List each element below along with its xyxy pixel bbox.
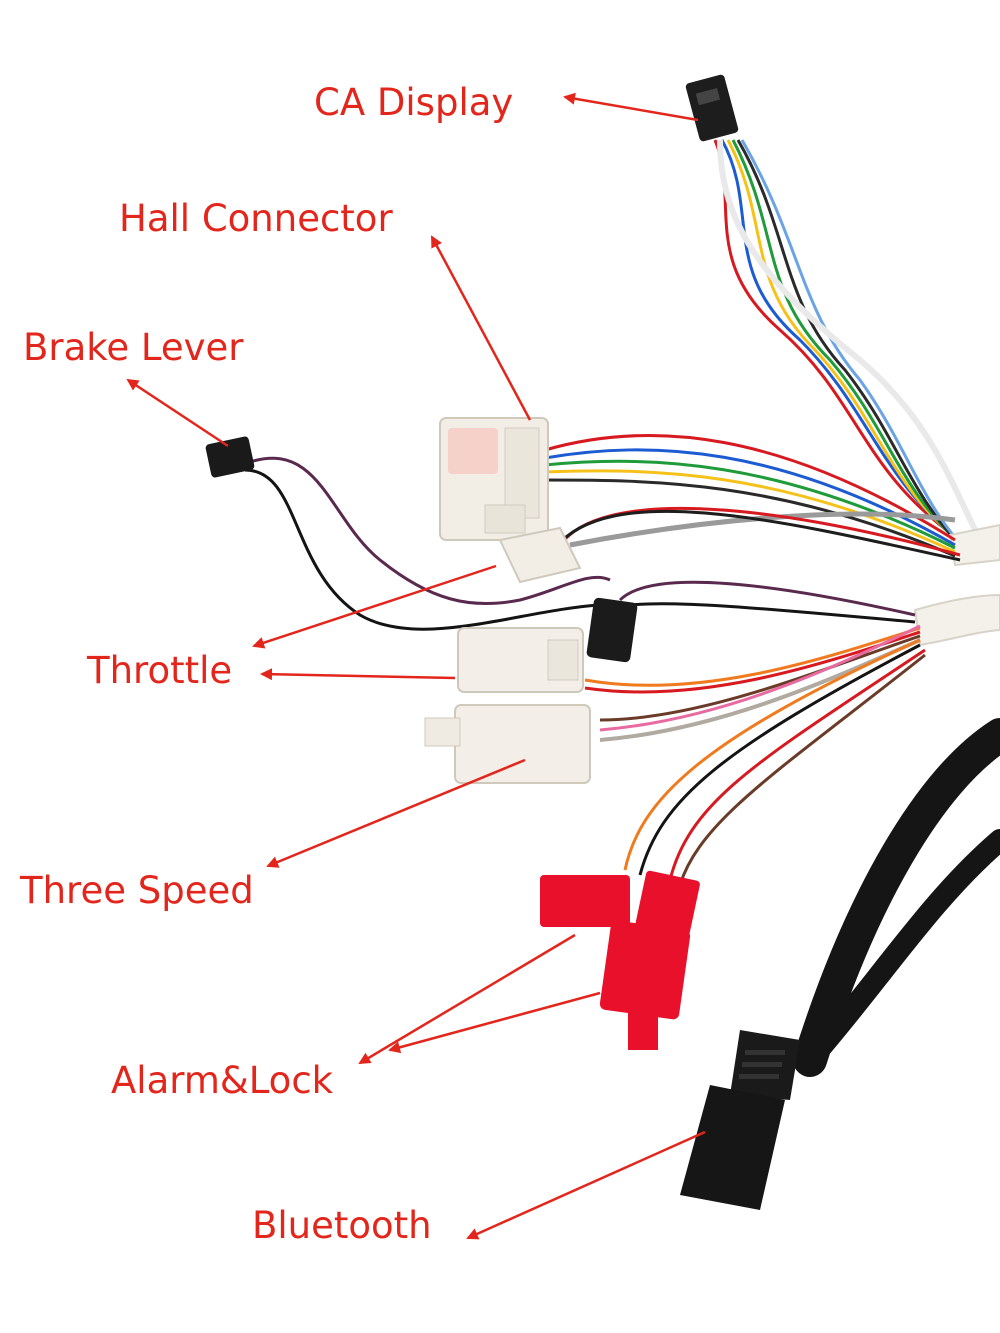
arrow-bluetooth — [466, 1130, 706, 1240]
alarm-lock-connectors — [540, 870, 700, 1050]
label-bluetooth: Bluetooth — [252, 1204, 432, 1247]
throttle-connector — [457, 627, 584, 693]
harness-sleeve-lower — [913, 593, 1000, 647]
throttle-black-connector — [586, 597, 638, 663]
label-throttle: Throttle — [87, 649, 233, 692]
bluetooth-cable — [680, 718, 1000, 1210]
brake-lever-connector — [205, 436, 255, 478]
label-three-speed: Three Speed — [20, 869, 254, 912]
three-speed-connector — [424, 704, 591, 784]
arrow-throttle-upper — [252, 564, 497, 649]
hall-connector — [439, 417, 549, 541]
hall-wires — [544, 433, 961, 562]
label-brake-lever: Brake Lever — [23, 326, 244, 369]
ca-display-connector — [685, 74, 739, 142]
alarm-lock-wires — [623, 638, 926, 886]
throttle-small-connector — [498, 526, 582, 584]
label-ca-display: CA Display — [314, 81, 514, 124]
ca-display-wires — [713, 139, 983, 562]
arrow-three-speed — [266, 758, 526, 868]
arrow-throttle-lower — [260, 668, 456, 681]
arrow-ca-display — [563, 92, 699, 122]
arrow-alarm-lock-2 — [388, 991, 601, 1054]
label-hall-connector: Hall Connector — [119, 197, 393, 240]
arrow-brake-lever — [126, 378, 229, 448]
arrow-hall-connector — [430, 235, 532, 421]
label-alarm-lock: Alarm&Lock — [111, 1059, 334, 1102]
annotation-arrows — [126, 92, 706, 1240]
throttle-wires — [584, 624, 921, 742]
arrow-alarm-lock-1 — [358, 933, 576, 1065]
